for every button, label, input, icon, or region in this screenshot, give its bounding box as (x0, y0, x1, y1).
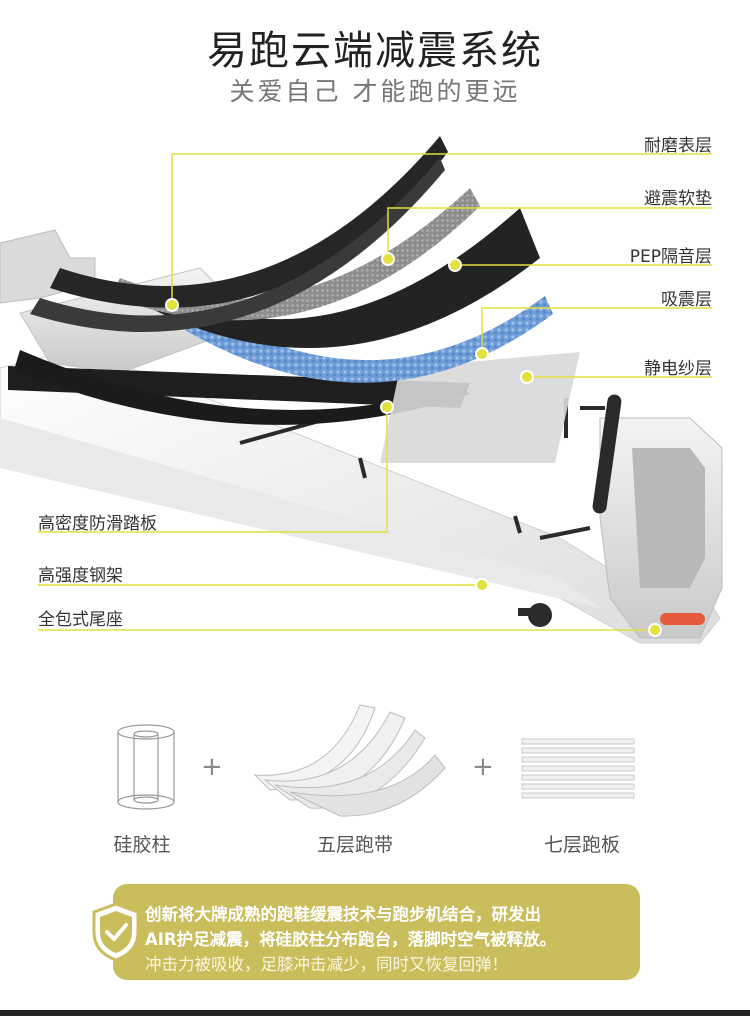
stacked-board-icon (521, 738, 635, 799)
layered-belt-icon (253, 704, 446, 817)
treadmill-exploded-illustration (0, 136, 723, 644)
rear-light (660, 613, 705, 625)
bottom-bar (0, 1010, 750, 1016)
plus-sign-1: + (201, 752, 223, 782)
feature-label-board: 七层跑板 (543, 834, 620, 856)
plus-sign-2: + (472, 752, 494, 782)
info-banner (113, 884, 640, 980)
label-gauze-layer: 静电纱层 (644, 359, 712, 379)
label-wear-layer: 耐磨表层 (644, 136, 712, 156)
label-cushion-layer: 避震软垫 (644, 189, 712, 209)
label-antislip-board: 高密度防滑踏板 (38, 514, 157, 534)
banner-line-1: 创新将大牌成熟的跑鞋缓震技术与跑步机结合，研发出 (145, 905, 541, 924)
shield-check-icon (92, 902, 140, 962)
banner-line-2: AIR护足减震，将硅胶柱分布跑台，落脚时空气被释放。 (145, 930, 557, 949)
label-tail-seat: 全包式尾座 (38, 610, 123, 630)
page-title: 易跑云端减震系统 (207, 28, 543, 74)
callout-lines (38, 153, 712, 631)
page-subtitle: 关爱自己 才能跑的更远 (229, 77, 521, 106)
callout-dots (165, 252, 662, 637)
silicone-column-icon (117, 724, 175, 810)
banner-line-3: 冲击力被吸收，足膝冲击减少，同时又恢复回弹！ (145, 955, 508, 974)
label-steel-frame: 高强度钢架 (38, 566, 123, 586)
label-pep-layer: PEP隔音层 (629, 247, 712, 267)
feature-label-silicone: 硅胶柱 (113, 834, 171, 856)
feature-label-belt: 五层跑带 (316, 834, 393, 856)
label-absorb-layer: 吸震层 (661, 290, 712, 310)
